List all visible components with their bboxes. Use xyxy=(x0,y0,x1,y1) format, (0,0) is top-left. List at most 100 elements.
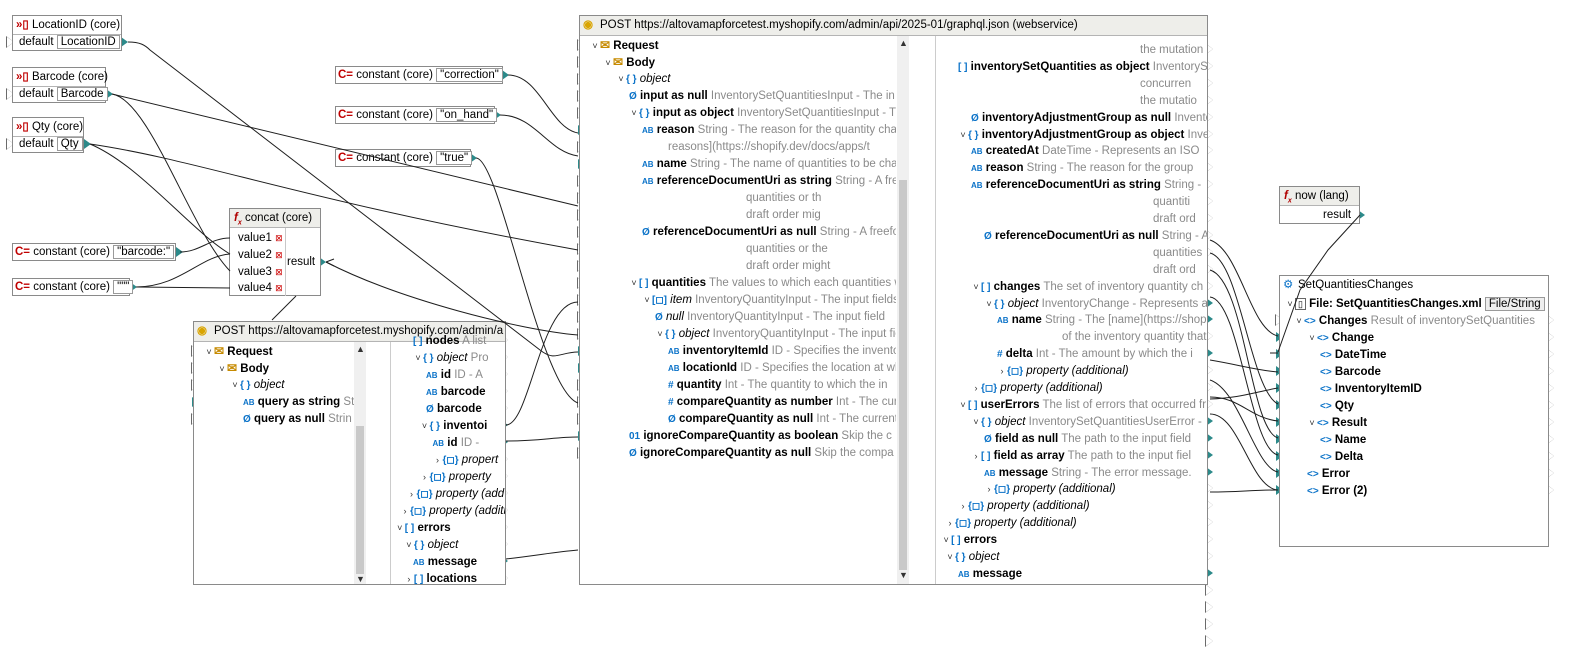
expand-icon[interactable]: › xyxy=(952,583,962,584)
response-output-port[interactable] xyxy=(1206,297,1213,308)
response-output-port[interactable] xyxy=(1206,466,1213,477)
response-output-port[interactable] xyxy=(1205,59,1213,72)
concat-function[interactable]: fx concat (core) value1 ⊠ value2 ⊠ value… xyxy=(229,208,321,296)
location-input-port[interactable] xyxy=(6,36,14,48)
response-output-port[interactable] xyxy=(1205,533,1213,546)
response-field-row[interactable]: draft ord xyxy=(1153,211,1196,228)
remove-icon[interactable]: ⊠ xyxy=(275,233,283,243)
response-output-port[interactable] xyxy=(1205,93,1213,106)
request-field-row[interactable]: # quantity Int - The quantity to which t… xyxy=(668,377,888,394)
response-output-port[interactable] xyxy=(1205,228,1213,241)
remove-icon[interactable]: ⊠ xyxy=(275,267,283,277)
response-output-port[interactable] xyxy=(1205,76,1213,89)
request-field-row[interactable]: ˅{ } input as object InventorySetQuantit… xyxy=(629,105,896,122)
response-output-port[interactable] xyxy=(1206,432,1213,443)
response-field-row[interactable]: ˅[ ] errors xyxy=(395,520,451,537)
response-output-port[interactable] xyxy=(1205,499,1213,512)
collapse-icon[interactable]: ˅ xyxy=(1296,316,1302,326)
response-field-row[interactable]: ›{◻} property (additional) xyxy=(984,481,1116,498)
response-field-row[interactable]: ˅[ ] errors xyxy=(941,532,997,549)
response-field-row[interactable]: AB id ID - xyxy=(433,435,480,452)
response-output-port[interactable] xyxy=(1205,381,1213,393)
input-location-id[interactable]: »▯ LocationID (core) default LocationID xyxy=(12,15,122,51)
collapse-icon[interactable]: ˅ xyxy=(406,540,412,550)
target-node-row[interactable]: <> Barcode xyxy=(1320,364,1381,381)
request-field-row[interactable]: Ø input as null InventorySetQuantitiesIn… xyxy=(629,88,895,105)
target-node-row[interactable]: <> Error (2) xyxy=(1307,483,1367,500)
request-scrollbar[interactable]: ▲ ▼ xyxy=(354,342,366,584)
target-output-port[interactable] xyxy=(1546,382,1554,394)
target-node-row[interactable]: <> InventoryItemID xyxy=(1320,381,1422,398)
response-field-row[interactable]: the mutation xyxy=(1140,42,1203,59)
scroll-down-icon[interactable]: ▼ xyxy=(899,570,908,580)
collapse-icon[interactable]: ˅ xyxy=(973,281,979,292)
request-field-row[interactable]: ˅{ } object xyxy=(616,71,670,88)
response-field-row[interactable]: ›[ ] locations xyxy=(952,583,1025,584)
response-field-row[interactable]: ˅{ } object xyxy=(945,549,999,566)
target-node-row[interactable]: <> Qty xyxy=(1320,398,1354,415)
target-setquantitieschanges[interactable]: ⚙SetQuantitiesChanges ˅▯ File: SetQuanti… xyxy=(1279,275,1549,547)
request-field-row[interactable]: AB inventoryItemId ID - Specifies the in… xyxy=(668,343,896,360)
response-field-row[interactable]: # delta Int - The amount by which the i xyxy=(997,346,1193,363)
constant-output-port[interactable] xyxy=(176,247,183,257)
response-field-row[interactable]: ›{◻} property (additional) xyxy=(971,380,1103,397)
response-output-port[interactable] xyxy=(1205,550,1213,562)
collapse-icon[interactable]: ˅ xyxy=(618,74,624,84)
expand-icon[interactable]: › xyxy=(410,489,413,499)
collapse-icon[interactable]: ˅ xyxy=(973,416,979,427)
collapse-icon[interactable]: ˅ xyxy=(631,108,637,118)
request-field-row[interactable]: Ø query as null Strin xyxy=(243,411,352,428)
target-output-port[interactable] xyxy=(1546,314,1554,326)
request-field-row[interactable]: draft order might xyxy=(746,258,830,275)
response-output-port[interactable] xyxy=(1205,127,1213,140)
response-output-port[interactable] xyxy=(1205,110,1213,123)
request-field-row[interactable]: ˅{ } object InventoryQuantityInput - The… xyxy=(655,326,896,343)
collapse-icon[interactable]: ˅ xyxy=(960,129,966,140)
target-node-row[interactable]: ˅<> Changes Result of inventorySetQuanti… xyxy=(1294,313,1535,330)
response-output-port[interactable] xyxy=(1205,212,1213,224)
response-output-port[interactable] xyxy=(1205,516,1213,529)
request-field-row[interactable]: ˅✉ Request xyxy=(590,37,658,54)
response-field-row[interactable]: ˅{ } inventoryAdjustmentGroup as object … xyxy=(958,127,1207,144)
response-field-row[interactable]: AB message String - The error message. xyxy=(984,465,1192,482)
response-output-port[interactable] xyxy=(1205,178,1213,191)
response-field-row[interactable]: AB barcode xyxy=(426,384,486,401)
expand-icon[interactable]: › xyxy=(948,518,952,529)
response-field-row[interactable]: Ø referenceDocumentUri as null String - … xyxy=(984,228,1207,245)
request-field-row[interactable]: ˅✉ Body xyxy=(217,360,269,377)
constant-barcode-prefix[interactable]: C= constant (core) "barcode:" xyxy=(12,243,176,261)
target-output-port[interactable] xyxy=(1546,450,1554,462)
request-field-row[interactable]: ˅✉ Request xyxy=(204,343,272,360)
target-node-row[interactable]: <> DateTime xyxy=(1320,347,1386,364)
response-field-row[interactable]: ›{◻} property (additional) xyxy=(958,498,1090,515)
qty-input-port[interactable] xyxy=(6,138,14,150)
constant-output-port[interactable] xyxy=(502,70,509,80)
response-field-row[interactable]: [ ] inventorySetQuantities as object Inv… xyxy=(958,59,1207,76)
expand-icon[interactable]: › xyxy=(974,450,978,461)
request-field-row[interactable]: AB referenceDocumentUri as string String… xyxy=(642,173,896,190)
response-field-row[interactable]: ›[ ] locations xyxy=(404,571,477,584)
response-field-row[interactable]: concurren xyxy=(1140,76,1191,93)
collapse-icon[interactable]: ˅ xyxy=(421,421,428,431)
request-field-row[interactable]: Ø compareQuantity as null Int - The curr… xyxy=(668,411,896,428)
response-output-port[interactable] xyxy=(1206,415,1213,426)
expand-icon[interactable]: › xyxy=(974,383,978,393)
constant-on-hand[interactable]: C= constant (core) "on_hand" xyxy=(335,106,498,124)
response-field-row[interactable]: ›{◻} property (additional) xyxy=(997,363,1129,380)
qty-output-port[interactable] xyxy=(84,139,91,149)
response-field-row[interactable]: ›{◻} property (additional) xyxy=(945,515,1077,532)
request-field-row[interactable]: ˅[ ] quantities The values to which each… xyxy=(629,275,896,292)
response-output-port[interactable] xyxy=(1205,583,1213,596)
response-field-row[interactable]: Ø barcode xyxy=(426,401,482,418)
target-output-port[interactable] xyxy=(1546,365,1554,377)
response-field-row[interactable]: AB id ID - A xyxy=(426,367,483,384)
collapse-icon[interactable]: ˅ xyxy=(232,380,238,390)
collapse-icon[interactable]: ˅ xyxy=(605,58,611,68)
collapse-icon[interactable]: ˅ xyxy=(960,399,966,410)
collapse-icon[interactable]: ˅ xyxy=(206,347,212,357)
response-field-row[interactable]: ˅[ ] changes The set of inventory quanti… xyxy=(971,279,1203,296)
response-field-row[interactable]: ›{◻} propert xyxy=(433,452,498,469)
expand-icon[interactable]: › xyxy=(403,506,407,516)
request-field-row[interactable]: Ø null InventoryQuantityInput - The inpu… xyxy=(655,309,885,326)
request-field-row[interactable]: ˅{ } object xyxy=(230,377,284,394)
